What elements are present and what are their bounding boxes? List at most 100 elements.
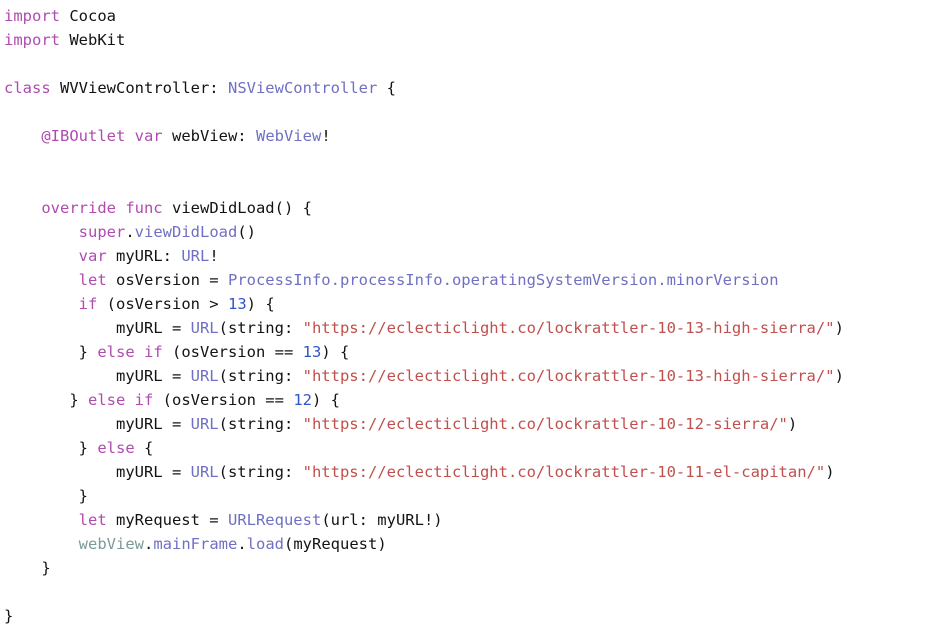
code-line: super.viewDidLoad(): [4, 222, 256, 242]
code-token-plain: ) {: [321, 343, 350, 361]
code-token-type: URL: [190, 319, 219, 337]
code-line: let osVersion = ProcessInfo.processInfo.…: [4, 270, 779, 290]
code-line: myURL = URL(string: "https://eclecticlig…: [4, 462, 835, 482]
code-line: import WebKit: [4, 30, 125, 50]
code-token-plain: viewDidLoad() {: [162, 199, 312, 217]
code-line: myURL = URL(string: "https://eclecticlig…: [4, 366, 844, 386]
code-token-keyword: let: [78, 271, 107, 289]
code-token-type: URL: [190, 463, 219, 481]
code-token-plain: Cocoa: [60, 7, 116, 25]
code-token-keyword: @IBOutlet var: [41, 127, 163, 145]
code-token-string: "https://eclecticlight.co/lockrattler-10…: [302, 463, 826, 481]
code-token-plain: (): [237, 223, 256, 241]
code-line: var myURL: URL!: [4, 246, 219, 266]
code-token-plain: }: [4, 607, 14, 625]
code-token-plain: [4, 247, 79, 265]
code-token-keyword: class: [4, 79, 51, 97]
code-token-keyword: else if: [88, 391, 154, 409]
code-token-plain: myURL =: [4, 319, 191, 337]
code-line: if (osVersion > 13) {: [4, 294, 275, 314]
code-line: override func viewDidLoad() {: [4, 198, 312, 218]
code-token-plain: ): [834, 319, 844, 337]
code-token-string: "https://eclecticlight.co/lockrattler-10…: [302, 367, 835, 385]
code-token-keyword: if: [78, 295, 98, 313]
code-token-plain: [4, 535, 79, 553]
code-line: }: [4, 558, 50, 578]
code-token-plain: !: [209, 247, 219, 265]
code-token-plain: (string:: [218, 415, 303, 433]
code-line: }: [4, 486, 88, 506]
code-token-property: viewDidLoad: [134, 223, 238, 241]
code-token-plain: [4, 127, 41, 145]
code-line: } else {: [4, 438, 154, 458]
code-token-string: "https://eclecticlight.co/lockrattler-10…: [302, 319, 835, 337]
code-token-number: 13: [227, 295, 247, 313]
code-token-plain: [4, 295, 79, 313]
code-line: myURL = URL(string: "https://eclecticlig…: [4, 414, 797, 434]
code-token-number: 12: [293, 391, 312, 409]
code-token-plain: myURL:: [106, 247, 182, 265]
code-token-plain: }: [4, 343, 98, 361]
code-token-string: "https://eclecticlight.co/lockrattler-10…: [302, 415, 788, 433]
code-token-number: 13: [302, 343, 322, 361]
code-token-plain: (osVersion >: [97, 295, 228, 313]
code-token-plain: }: [4, 391, 88, 409]
code-token-keyword: import: [4, 31, 60, 49]
code-token-plain: }: [4, 439, 98, 457]
code-token-plain: !: [321, 127, 331, 145]
code-token-plain: (url: myURL!): [321, 511, 443, 529]
code-token-plain: .: [237, 535, 247, 553]
code-token-property: load: [246, 535, 284, 553]
code-token-plain: .: [143, 535, 154, 553]
code-token-plain: ) {: [311, 391, 340, 409]
code-token-plain: (string:: [218, 319, 303, 337]
code-line: @IBOutlet var webView: WebView!: [4, 126, 331, 146]
code-token-plain: WebKit: [60, 31, 126, 49]
code-token-plain: [4, 271, 79, 289]
code-token-plain: {: [377, 79, 396, 97]
code-token-keyword: else if: [97, 343, 163, 361]
code-line: } else if (osVersion == 12) {: [4, 390, 340, 410]
code-token-plain: (osVersion ==: [153, 391, 294, 409]
code-token-plain: ): [787, 415, 798, 433]
code-token-property: mainFrame: [153, 535, 238, 553]
code-token-plain: .: [125, 223, 135, 241]
code-token-type: URL: [190, 367, 219, 385]
code-token-plain: myURL =: [4, 367, 191, 385]
code-token-keyword: else: [97, 439, 135, 457]
code-token-plain: myURL =: [4, 415, 191, 433]
code-token-keyword: import: [4, 7, 60, 25]
code-token-plain: (string:: [218, 463, 303, 481]
code-token-plain: [4, 511, 79, 529]
code-token-plain: ) {: [246, 295, 275, 313]
code-token-keyword: override func: [41, 199, 163, 217]
code-token-plain: [4, 223, 79, 241]
code-token-keyword: let: [78, 511, 107, 529]
code-token-plain: }: [4, 487, 88, 505]
code-token-plain: myURL =: [4, 463, 191, 481]
code-line: } else if (osVersion == 13) {: [4, 342, 350, 362]
code-token-type: URL: [181, 247, 210, 265]
code-token-type: URL: [190, 415, 219, 433]
code-token-plain: [4, 199, 41, 217]
code-token-plain: (osVersion ==: [162, 343, 303, 361]
code-line: myURL = URL(string: "https://eclecticlig…: [4, 318, 844, 338]
code-token-type: WebView: [255, 127, 322, 145]
code-token-plain: WVViewController:: [50, 79, 228, 97]
code-token-plain: ): [834, 367, 844, 385]
code-token-type: NSViewController: [227, 79, 378, 97]
code-token-keyword: super: [78, 223, 126, 241]
code-token-variable: webView: [78, 535, 144, 553]
code-token-plain: {: [134, 439, 154, 457]
code-token-plain: ): [825, 463, 835, 481]
code-token-plain: osVersion =: [106, 271, 228, 289]
code-line: }: [4, 606, 13, 626]
code-token-plain: myRequest =: [106, 511, 228, 529]
code-token-plain: webView:: [162, 127, 256, 145]
code-line: import Cocoa: [4, 6, 116, 26]
code-line: class WVViewController: NSViewController…: [4, 78, 396, 98]
code-line: let myRequest = URLRequest(url: myURL!): [4, 510, 443, 530]
code-token-plain: (string:: [218, 367, 303, 385]
code-token-type: URLRequest: [227, 511, 322, 529]
